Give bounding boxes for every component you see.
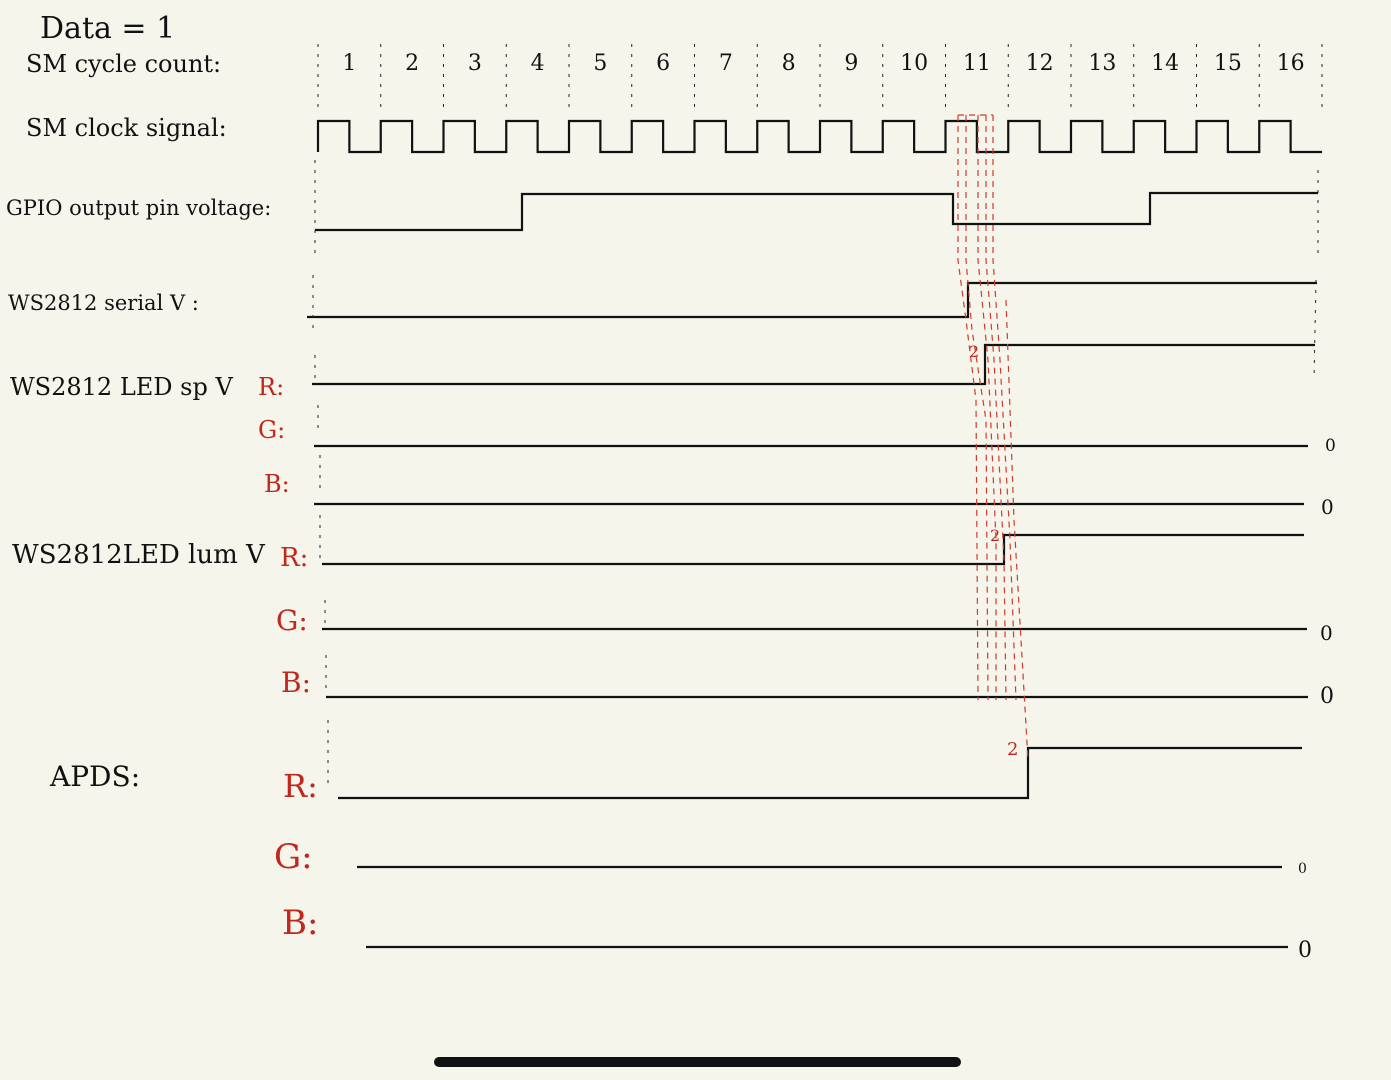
apds-r-label: R: bbox=[283, 767, 318, 805]
led-sp-g-value: 0 bbox=[1325, 436, 1336, 456]
led-lum-b-value: 0 bbox=[1320, 684, 1334, 709]
cycle-number: 13 bbox=[1088, 51, 1116, 76]
led-sp-label: WS2812 LED sp V bbox=[10, 373, 233, 401]
apds-r-value: 2 bbox=[1007, 739, 1018, 760]
apds-r-waveform bbox=[338, 746, 1302, 800]
led-lum-r-value: 2 bbox=[990, 526, 1000, 545]
led-lum-r-label: R: bbox=[280, 543, 308, 573]
serial-waveform bbox=[307, 281, 1317, 319]
diagram-title: Data = 1 bbox=[40, 11, 175, 46]
cycle-number: 11 bbox=[963, 51, 991, 76]
apds-label: APDS: bbox=[49, 760, 140, 793]
cycle-number: 1 bbox=[342, 51, 356, 76]
cycle-number: 8 bbox=[782, 51, 796, 76]
apds-b-value: 0 bbox=[1298, 938, 1312, 963]
led-sp-g-label: G: bbox=[258, 416, 285, 444]
serial-label: WS2812 serial V : bbox=[8, 291, 199, 315]
cycle-number: 2 bbox=[405, 51, 419, 76]
gpio-label: GPIO output pin voltage: bbox=[6, 196, 271, 220]
cycle-number: 16 bbox=[1277, 51, 1305, 76]
led-lum-b-label: B: bbox=[281, 666, 311, 699]
clock-waveform bbox=[316, 119, 1322, 154]
gpio-waveform bbox=[315, 191, 1318, 232]
led-lum-g-label: G: bbox=[276, 604, 308, 637]
cycle-number: 10 bbox=[900, 51, 928, 76]
start-reference-marks bbox=[312, 160, 1319, 790]
cycle-number: 7 bbox=[719, 51, 733, 76]
apds-g-value: 0 bbox=[1298, 861, 1307, 877]
cycle-number: 14 bbox=[1151, 51, 1179, 76]
led-lum-label: WS2812LED lum V bbox=[12, 540, 266, 570]
cycle-number: 5 bbox=[593, 51, 607, 76]
cycle-number: 4 bbox=[531, 51, 545, 76]
led-lum-g-value: 0 bbox=[1320, 621, 1333, 645]
cycle-count-label: SM cycle count: bbox=[26, 50, 221, 78]
cycle-number: 3 bbox=[468, 51, 482, 76]
cycle-number: 15 bbox=[1214, 51, 1242, 76]
home-indicator[interactable] bbox=[434, 1057, 961, 1067]
led-sp-r-value: 2 bbox=[969, 342, 979, 361]
propagation-guides bbox=[957, 114, 1029, 761]
led-sp-r-waveform bbox=[312, 343, 1315, 386]
led-lum-r-waveform bbox=[322, 533, 1304, 566]
clock-signal-label: SM clock signal: bbox=[26, 114, 227, 142]
led-sp-b-label: B: bbox=[264, 470, 290, 498]
cycle-number: 12 bbox=[1026, 51, 1054, 76]
led-sp-b-value: 0 bbox=[1321, 495, 1334, 519]
cycle-number: 6 bbox=[656, 51, 670, 76]
cycle-number: 9 bbox=[844, 51, 858, 76]
apds-b-label: B: bbox=[282, 903, 318, 943]
led-sp-r-label: R: bbox=[258, 373, 284, 401]
apds-g-label: G: bbox=[274, 837, 313, 877]
